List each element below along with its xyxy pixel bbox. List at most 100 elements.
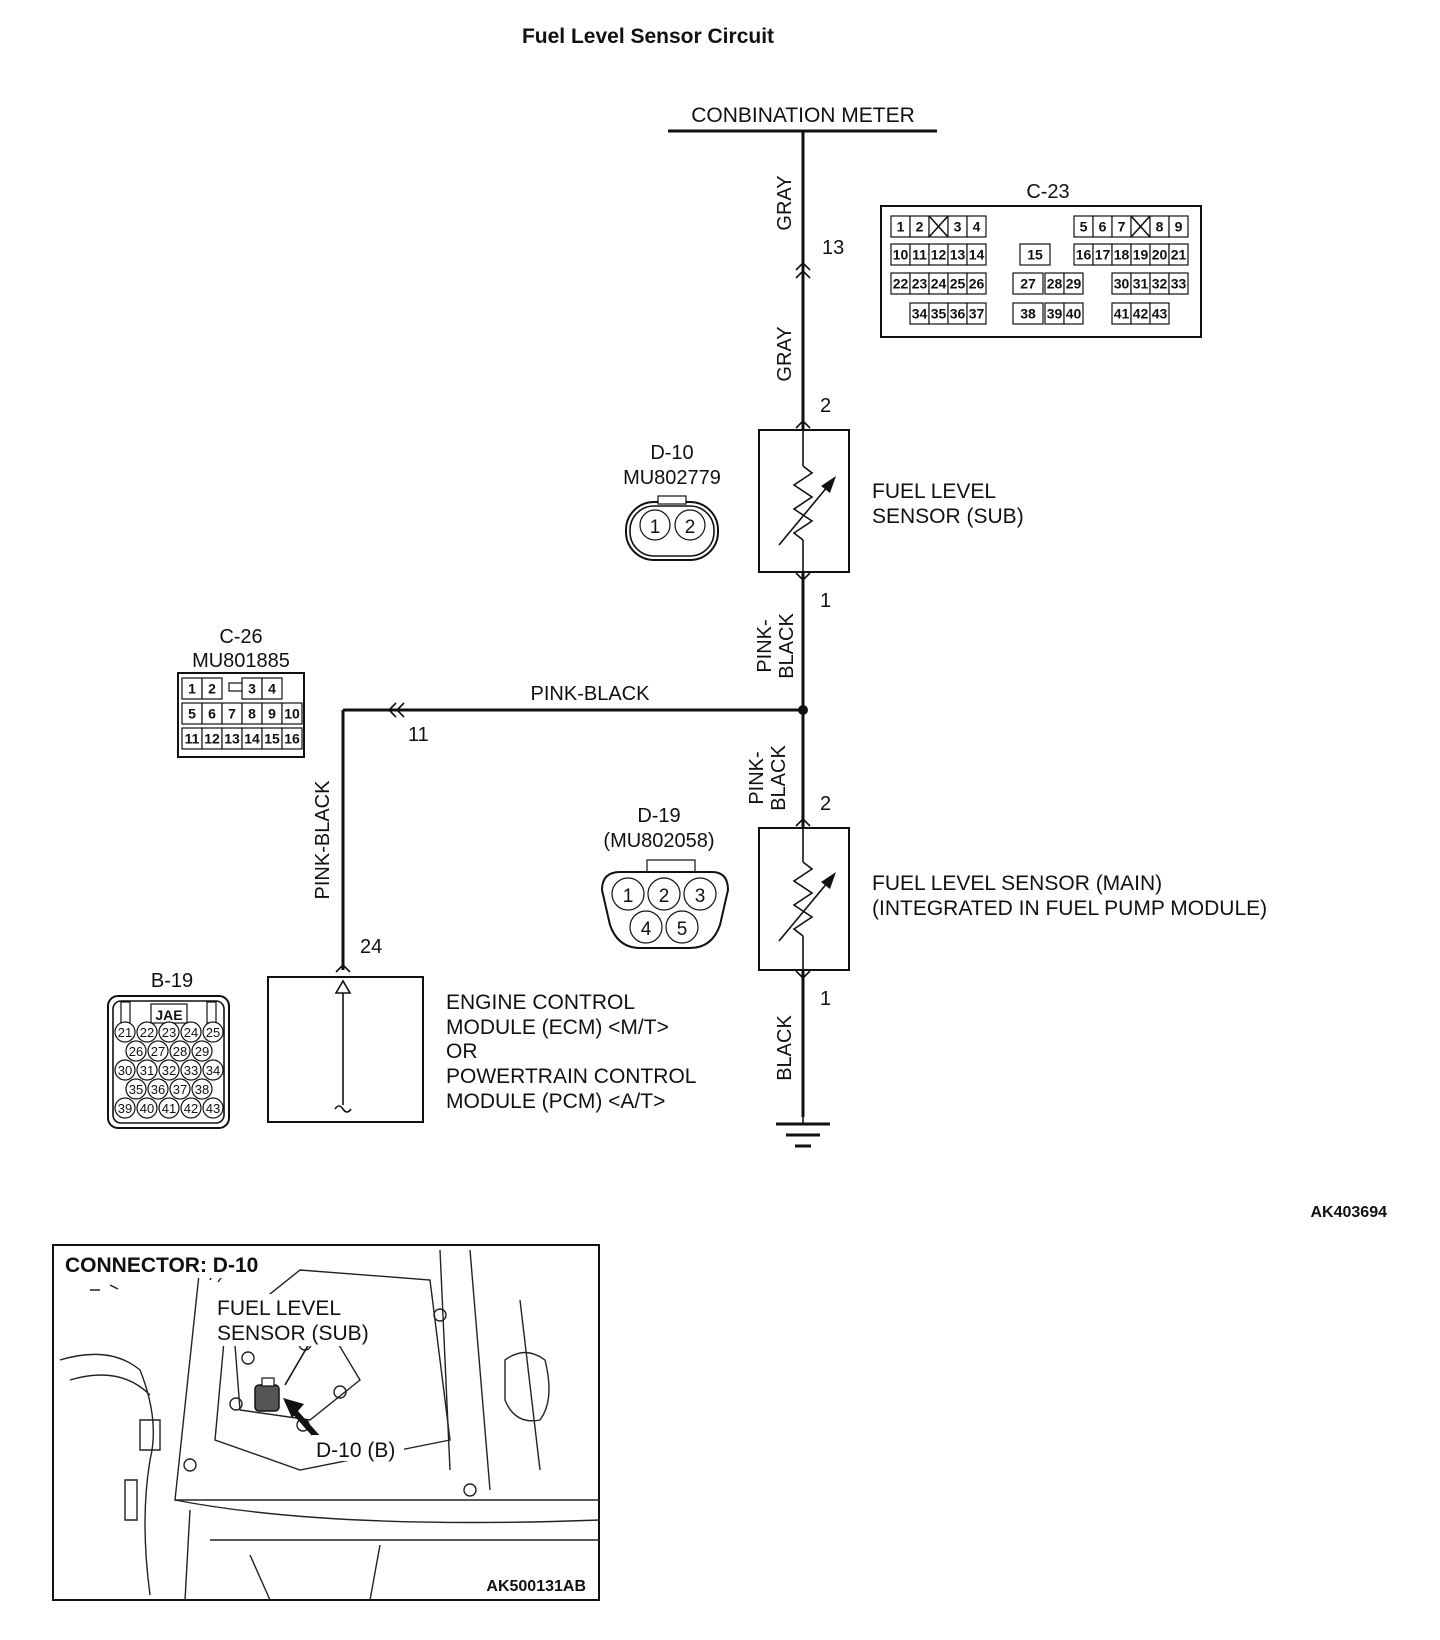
- b19-pin-cell: [158, 1097, 180, 1119]
- c23-pin-cell: [1168, 272, 1189, 295]
- c23-pin: 23: [912, 276, 928, 292]
- b19-pin: 29: [195, 1044, 209, 1059]
- connector-d19-pin-3: 3: [695, 886, 706, 907]
- b19-pin-cell: [202, 1097, 224, 1119]
- c26-pin: 3: [248, 681, 256, 697]
- ecm-label-2: MODULE (ECM) <M/T>: [446, 1016, 669, 1039]
- c23-pin: 5: [1080, 219, 1088, 235]
- wire-color-pink-black-horizontal: PINK-BLACK: [531, 683, 651, 705]
- b19-pin-cell: [125, 1078, 147, 1100]
- c26-pin-cell: [281, 727, 303, 750]
- c26-pin-cell: [281, 702, 303, 725]
- c23-pin: 24: [931, 276, 947, 292]
- c26-pin: 10: [284, 706, 300, 722]
- c23-pin: 8: [1156, 219, 1164, 235]
- b19-pin: 25: [206, 1025, 220, 1040]
- c23-pin: 43: [1152, 306, 1168, 322]
- wire-color-pink-black-sub-b: BLACK: [776, 613, 798, 679]
- b19-pin-cell: [114, 1059, 136, 1081]
- c26-pin: 14: [244, 731, 260, 747]
- connector-d19-name: D-19: [637, 805, 680, 827]
- c23-pin: 38: [1020, 306, 1036, 322]
- b19-pin-cell: [202, 1059, 224, 1081]
- c23-pin: 39: [1047, 306, 1063, 322]
- b19-pin: 40: [140, 1101, 154, 1116]
- b19-pin: 36: [151, 1082, 165, 1097]
- b19-pin: 27: [151, 1044, 165, 1059]
- c23-pin: 27: [1020, 276, 1036, 292]
- c23-pin: 11: [912, 247, 927, 263]
- b19-pin: 24: [184, 1025, 198, 1040]
- figure-id-top: AK403694: [1311, 1204, 1388, 1221]
- sub-sensor-label-2: SENSOR (SUB): [872, 505, 1024, 528]
- c26-pin: 9: [268, 706, 276, 722]
- c23-pin-cell: [1168, 243, 1189, 266]
- connector-d10-pin-1: 1: [650, 517, 661, 538]
- c23-pin: 34: [912, 306, 928, 322]
- c23-pin: 19: [1133, 247, 1149, 263]
- c23-pin-cell: [1063, 302, 1084, 325]
- inset-title: CONNECTOR: D-10: [65, 1254, 258, 1277]
- connector-c26-name: C-26: [219, 626, 262, 648]
- b19-pin-cell: [147, 1040, 169, 1062]
- c26-pin: 11: [185, 731, 200, 747]
- c23-pin: 41: [1114, 306, 1130, 322]
- b19-pin: 30: [118, 1063, 132, 1078]
- c23-pin-cell: [1012, 302, 1044, 325]
- connector-d10-part: MU802779: [623, 467, 721, 489]
- b19-pin-cell: [136, 1021, 158, 1043]
- c26-pin-cell: [201, 677, 223, 700]
- b19-pin-cell: [125, 1040, 147, 1062]
- c26-pin: 15: [264, 731, 280, 747]
- c26-pin: 5: [188, 706, 196, 722]
- c23-pin: 3: [954, 219, 962, 235]
- connector-location-inset: CONNECTOR: D-10 FUEL LEVEL SENSOR (SUB) …: [52, 1244, 601, 1601]
- c23-pin: 16: [1076, 247, 1092, 263]
- c23-pin: 10: [893, 247, 909, 263]
- blank-pin-mark: [928, 215, 949, 238]
- c26-pin: 7: [228, 706, 236, 722]
- c23-pin: 28: [1047, 276, 1063, 292]
- b19-pin: 23: [162, 1025, 176, 1040]
- c26-pin: 16: [284, 731, 300, 747]
- c23-pin-cell: [1149, 302, 1170, 325]
- b19-pin: 22: [140, 1025, 154, 1040]
- c23-pin: 37: [969, 306, 985, 322]
- c23-pin: 17: [1095, 247, 1111, 263]
- diagram-title: Fuel Level Sensor Circuit: [522, 25, 774, 48]
- combination-meter-label: CONBINATION METER: [691, 104, 915, 127]
- c23-pin-cell: [1168, 215, 1189, 238]
- c23-pin: 31: [1133, 276, 1149, 292]
- c23-pin: 32: [1152, 276, 1168, 292]
- ecm-label-4: POWERTRAIN CONTROL: [446, 1065, 696, 1088]
- b19-pin: 32: [162, 1063, 176, 1078]
- c23-pin: 21: [1171, 247, 1187, 263]
- b19-pin: 34: [206, 1063, 220, 1078]
- pin-11: 11: [408, 724, 429, 746]
- c23-pin: 29: [1066, 276, 1082, 292]
- b19-pin-cell: [191, 1040, 213, 1062]
- b19-pin-cell: [180, 1021, 202, 1043]
- inset-sensor-label-2: SENSOR (SUB): [217, 1322, 369, 1345]
- c26-pin: 13: [224, 731, 240, 747]
- b19-pin-cell: [169, 1078, 191, 1100]
- c23-pin: 18: [1114, 247, 1130, 263]
- c23-pin-cell: [966, 272, 987, 295]
- c23-pin: 26: [969, 276, 985, 292]
- c23-pin: 30: [1114, 276, 1130, 292]
- connector-d19-pin-1: 1: [623, 886, 634, 907]
- c26-pin: 2: [208, 681, 216, 697]
- ecm-branch-wire: [335, 702, 803, 973]
- ecm-label-5: MODULE (PCM) <A/T>: [446, 1090, 665, 1113]
- wire-color-gray-lower: GRAY: [774, 326, 796, 381]
- b19-pin: 38: [195, 1082, 209, 1097]
- combination-meter: CONBINATION METER: [668, 104, 937, 133]
- wire-color-black: BLACK: [774, 1015, 796, 1081]
- c23-pin-cell: [1063, 272, 1084, 295]
- connector-d19-pin-4: 4: [641, 919, 652, 940]
- connector-d10-pin-2: 2: [685, 517, 696, 538]
